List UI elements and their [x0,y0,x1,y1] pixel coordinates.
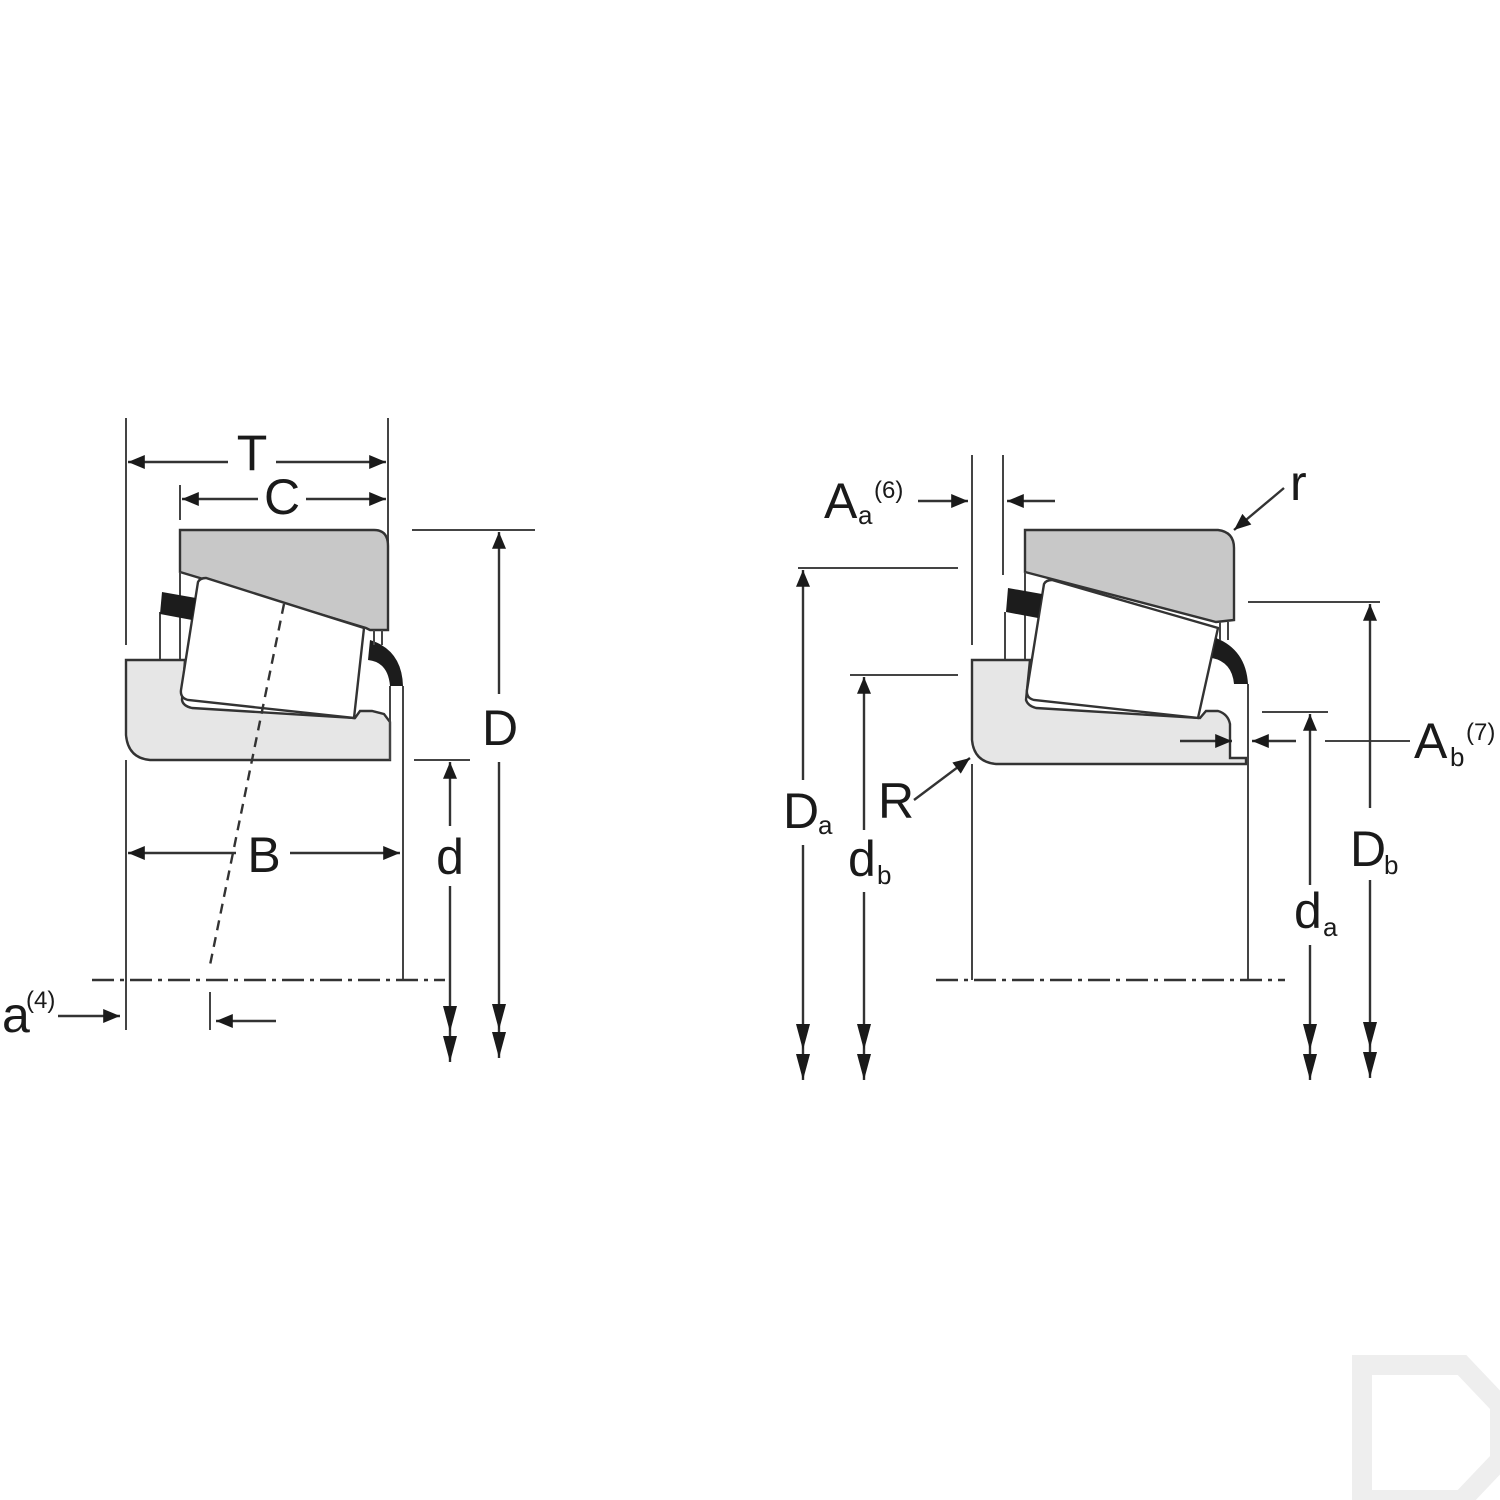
d-outer-arrowhead-1 [492,1004,506,1030]
cage-left-block [160,592,196,620]
label-Da: D [783,783,819,839]
label-a: a [2,987,30,1043]
cage-left-block [1006,588,1042,618]
tapered-roller [179,576,366,720]
cage-right-block [368,640,403,686]
da-arrowhead-2 [1303,1054,1317,1080]
db-arrowhead-1 [857,1024,871,1050]
d-outer-arrowhead-2 [492,1032,506,1058]
label-r: r [1290,455,1307,511]
db-arrowhead-2 [857,1054,871,1080]
cup-outer-ring [1023,528,1236,624]
label-Db-sub: b [1384,850,1398,880]
label-db: d [848,831,876,887]
cone-inner-ring [970,658,1248,766]
label-b: B [247,827,280,883]
da-arrowhead-1 [1303,1024,1317,1050]
r-leader-arrow [1233,487,1285,531]
label-Da-sub: a [818,810,833,840]
d-bore-arrowhead-1 [443,1006,457,1032]
label-db-sub: b [877,860,891,890]
cage-right-block [1212,638,1248,684]
label-Aa: A [824,473,858,529]
Db-arrowhead-1 [1363,1022,1377,1048]
label-da: d [1294,883,1322,939]
cup-outer-ring [178,528,390,632]
label-d: d [436,829,464,885]
effective-center-dashed-line [208,603,286,966]
tapered-roller [1025,578,1220,720]
Db-arrowhead-2 [1363,1052,1377,1078]
label-Aa-sub: a [858,500,873,530]
watermark-logo-icon [1352,1355,1500,1500]
label-t: T [237,425,268,481]
right-bearing-view: A a (6) r R D a [783,455,1495,1080]
cone-inner-ring [124,658,392,762]
label-Aa-note: (6) [874,477,903,504]
label-Ab-sub: b [1450,742,1464,772]
label-Ab-note: (7) [1466,719,1495,746]
label-a-text: a [2,987,30,1043]
label-da-sub: a [1323,912,1338,942]
label-R: R [878,773,914,829]
label-Db: D [1350,821,1386,877]
d-bore-arrowhead-2 [443,1036,457,1062]
R-leader-arrow [913,757,971,801]
left-bearing-view: T C B D [2,418,535,1062]
Da-arrowhead-1 [796,1024,810,1050]
Da-arrowhead-2 [796,1054,810,1080]
label-Ab: A [1414,713,1448,769]
label-a-note: (4) [26,987,55,1014]
label-c: C [264,469,300,525]
label-D: D [482,700,518,756]
